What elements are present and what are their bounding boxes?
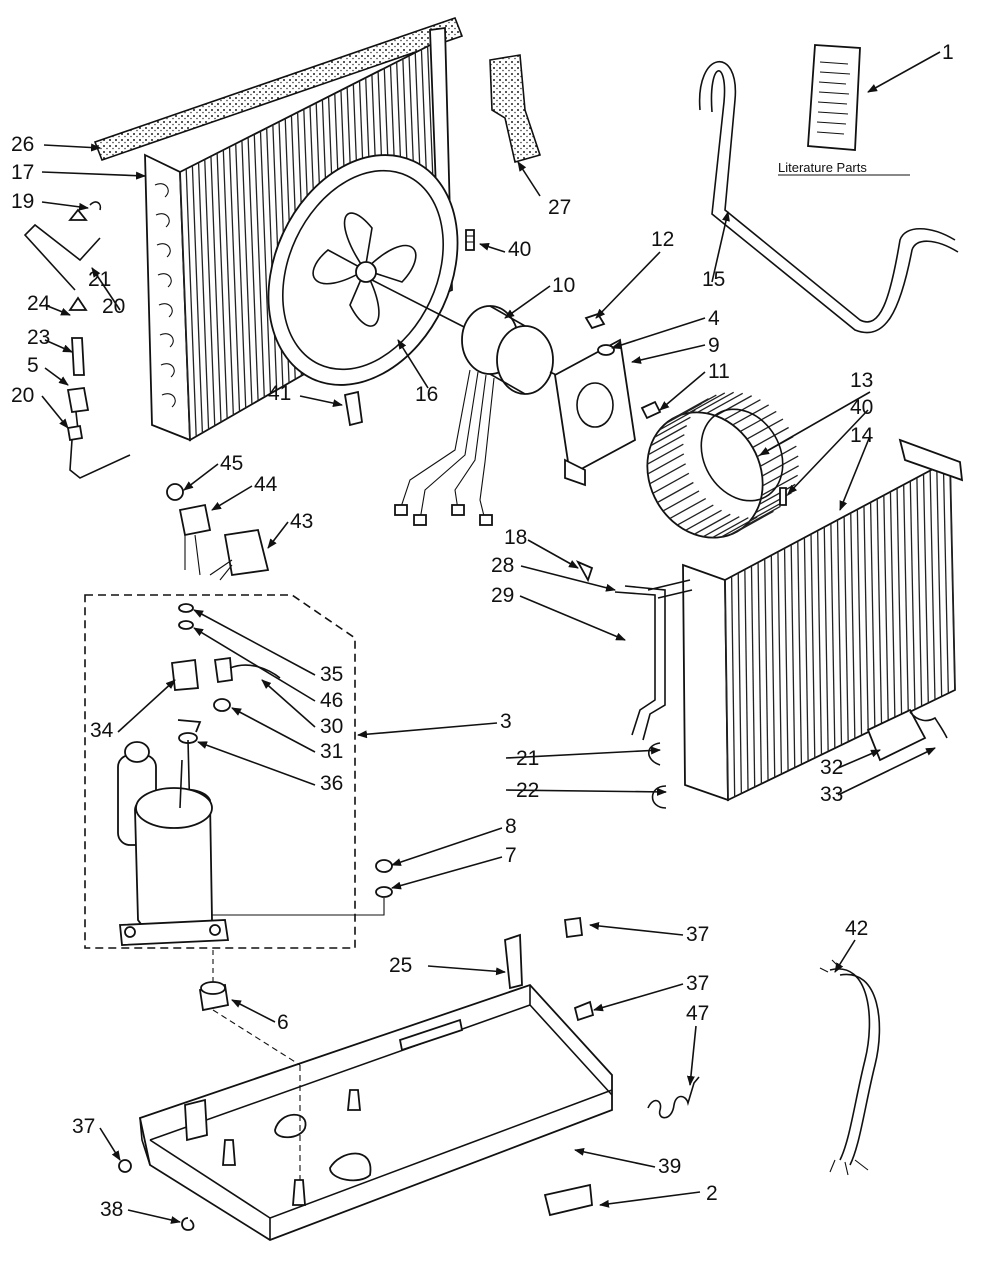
- callout-26: 26: [11, 133, 34, 156]
- callout-37a: 37: [686, 923, 709, 946]
- power-cord-42: [819, 959, 881, 1176]
- callout-11: 11: [708, 360, 730, 383]
- return-bend-21: [647, 742, 661, 766]
- callout-43: 43: [290, 510, 313, 533]
- foam-block-l: [489, 54, 542, 163]
- callout-18: 18: [504, 526, 527, 549]
- callout-22: 22: [516, 779, 539, 802]
- callout-23: 23: [27, 326, 50, 349]
- fan-motor: [371, 279, 581, 526]
- callout-34: 34: [90, 719, 114, 742]
- callout-44: 44: [254, 473, 278, 496]
- washer-4: [597, 344, 615, 356]
- callout-24: 24: [27, 292, 51, 315]
- callout-13: 13: [850, 369, 873, 392]
- screw-40-upper: [465, 229, 475, 251]
- callout-37c: 37: [72, 1115, 95, 1138]
- callout-15: 15: [702, 268, 725, 291]
- callout-28: 28: [491, 554, 514, 577]
- relay-switch: [166, 483, 270, 581]
- callout-6: 6: [277, 1011, 289, 1034]
- motor-bracket: [554, 338, 636, 487]
- return-bend-22: [651, 785, 667, 809]
- capillary-assembly: [23, 201, 131, 479]
- callout-29: 29: [491, 584, 514, 607]
- callout-35: 35: [320, 663, 343, 686]
- callout-41: 41: [268, 382, 291, 405]
- callout-39: 39: [658, 1155, 681, 1178]
- nut-12: [584, 312, 606, 330]
- callout-36: 36: [320, 772, 343, 795]
- callout-12: 12: [651, 228, 674, 251]
- clip-18: [575, 560, 594, 583]
- callout-2: 2: [706, 1182, 718, 1205]
- bracket-25: [504, 916, 583, 990]
- literature-caption: Literature Parts: [778, 160, 867, 175]
- tube-assembly: [698, 60, 959, 334]
- callout-38: 38: [100, 1198, 123, 1221]
- callout-9: 9: [708, 334, 720, 357]
- callout-10: 10: [552, 274, 575, 297]
- foam-strip-top: [93, 16, 464, 162]
- callout-40b: 40: [850, 396, 873, 419]
- callout-14: 14: [850, 424, 874, 447]
- compressor-group: [84, 594, 393, 949]
- screw-37-left: [118, 1159, 132, 1173]
- callout-33: 33: [820, 783, 843, 806]
- callout-7: 7: [505, 844, 517, 867]
- callout-21a: 21: [88, 268, 111, 291]
- literature-booklet: Literature Parts: [778, 44, 910, 176]
- wire-47: [647, 1076, 700, 1119]
- callout-1: 1: [942, 41, 954, 64]
- callout-20b: 20: [11, 384, 34, 407]
- callout-19: 19: [11, 190, 34, 213]
- callout-31: 31: [320, 740, 343, 763]
- callout-20a: 20: [102, 295, 125, 318]
- tube-28-29: [614, 579, 693, 741]
- callout-21b: 21: [516, 747, 539, 770]
- callout-3: 3: [500, 710, 512, 733]
- callout-45: 45: [220, 452, 243, 475]
- callout-46: 46: [320, 689, 343, 712]
- callout-37b: 37: [686, 972, 709, 995]
- callout-labels: 1 2 3 4 5 6 7 8 9 10 11 12 13 14 15 16 1…: [11, 41, 954, 1221]
- base-pan: [138, 983, 613, 1242]
- screw-37-mid: [573, 1000, 595, 1022]
- clip-38: [181, 1217, 195, 1231]
- callout-32: 32: [820, 756, 843, 779]
- callout-17: 17: [11, 161, 34, 184]
- callout-4: 4: [708, 307, 720, 330]
- clip-41: [343, 390, 363, 427]
- callout-5: 5: [27, 354, 39, 377]
- fan-shroud: [267, 154, 459, 386]
- grommet-6: [198, 950, 230, 1012]
- screw-40-lower: [779, 487, 787, 506]
- callout-42: 42: [845, 917, 868, 940]
- callout-47: 47: [686, 1002, 709, 1025]
- bolt-11: [640, 400, 662, 420]
- callout-40a: 40: [508, 238, 531, 261]
- callout-8: 8: [505, 815, 517, 838]
- blower-wheel: [646, 391, 799, 539]
- callout-25: 25: [389, 954, 412, 977]
- callout-30: 30: [320, 715, 343, 738]
- callout-27: 27: [548, 196, 571, 219]
- callout-16: 16: [415, 383, 438, 406]
